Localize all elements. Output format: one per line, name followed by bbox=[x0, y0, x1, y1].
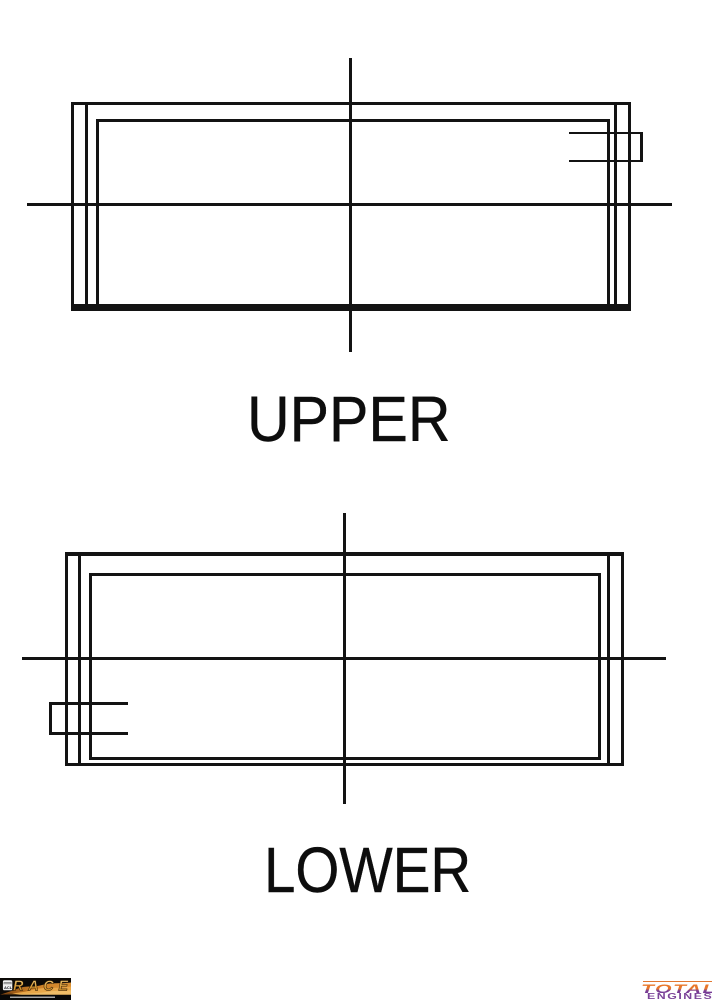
svg-text:ACL: ACL bbox=[4, 985, 13, 990]
